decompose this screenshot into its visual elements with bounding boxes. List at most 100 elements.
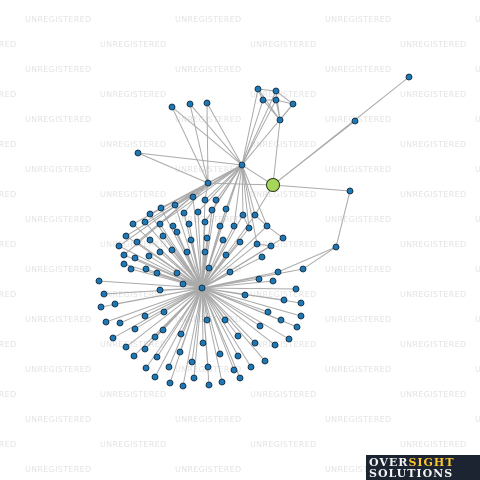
graph-node[interactable]	[111, 300, 119, 308]
graph-node[interactable]	[97, 303, 105, 311]
graph-node[interactable]	[236, 238, 244, 246]
graph-node[interactable]	[157, 204, 165, 212]
graph-node[interactable]	[222, 205, 230, 213]
graph-node[interactable]	[204, 363, 212, 371]
graph-node[interactable]	[183, 248, 191, 256]
graph-node[interactable]	[236, 374, 244, 382]
graph-node[interactable]	[180, 209, 188, 217]
graph-node[interactable]	[251, 339, 259, 347]
graph-node[interactable]	[201, 248, 209, 256]
graph-node[interactable]	[159, 326, 167, 334]
graph-node[interactable]	[187, 236, 195, 244]
graph-node[interactable]	[230, 222, 238, 230]
graph-node[interactable]	[277, 316, 285, 324]
graph-node[interactable]	[346, 187, 354, 195]
graph-node[interactable]	[258, 253, 266, 261]
graph-node[interactable]	[185, 220, 193, 228]
graph-node[interactable]	[129, 220, 137, 228]
graph-node[interactable]	[297, 312, 305, 320]
graph-node[interactable]	[145, 252, 153, 260]
graph-node[interactable]	[190, 374, 198, 382]
graph-node[interactable]	[219, 236, 227, 244]
graph-node[interactable]	[189, 193, 197, 201]
graph-node[interactable]	[271, 341, 279, 349]
graph-node[interactable]	[151, 333, 159, 341]
graph-node[interactable]	[332, 243, 340, 251]
graph-node[interactable]	[186, 100, 194, 108]
graph-node[interactable]	[272, 96, 280, 104]
graph-node[interactable]	[203, 234, 211, 242]
graph-node[interactable]	[279, 234, 287, 242]
graph-node[interactable]	[241, 291, 249, 299]
graph-node[interactable]	[102, 318, 110, 326]
graph-node[interactable]	[120, 251, 128, 259]
graph-node[interactable]	[141, 312, 149, 320]
graph-node[interactable]	[263, 222, 271, 230]
graph-node[interactable]	[234, 352, 242, 360]
graph-node[interactable]	[272, 87, 280, 95]
graph-node[interactable]	[201, 218, 209, 226]
graph-node[interactable]	[179, 280, 187, 288]
graph-node[interactable]	[169, 222, 177, 230]
graph-node[interactable]	[205, 264, 213, 272]
graph-node[interactable]	[95, 277, 103, 285]
graph-node[interactable]	[234, 332, 242, 340]
graph-node[interactable]	[153, 269, 161, 277]
graph-node[interactable]	[116, 319, 124, 327]
graph-node[interactable]	[168, 246, 176, 254]
graph-node[interactable]	[168, 103, 176, 111]
graph-node[interactable]	[239, 211, 247, 219]
graph-node[interactable]	[245, 224, 253, 232]
graph-node[interactable]	[230, 366, 238, 374]
graph-node[interactable]	[289, 100, 297, 108]
graph-node[interactable]	[198, 284, 206, 292]
graph-node[interactable]	[269, 277, 277, 285]
graph-node[interactable]	[176, 348, 184, 356]
graph-node[interactable]	[146, 210, 154, 218]
graph-node[interactable]	[115, 242, 123, 250]
graph-node[interactable]	[156, 286, 164, 294]
graph-node[interactable]	[259, 96, 267, 104]
graph-node[interactable]	[203, 99, 211, 107]
graph-node[interactable]	[131, 325, 139, 333]
graph-node[interactable]	[247, 363, 255, 371]
graph-node[interactable]	[226, 268, 234, 276]
graph-node[interactable]	[142, 265, 150, 273]
graph-node[interactable]	[253, 240, 261, 248]
graph-node[interactable]	[261, 357, 269, 365]
graph-node[interactable]	[146, 236, 154, 244]
graph-node[interactable]	[201, 196, 209, 204]
graph-node[interactable]	[218, 378, 226, 386]
graph-node[interactable]	[156, 248, 164, 256]
graph-node[interactable]	[199, 339, 207, 347]
graph-node[interactable]	[285, 335, 293, 343]
graph-node[interactable]	[134, 149, 142, 157]
graph-node[interactable]	[127, 265, 135, 273]
graph-node[interactable]	[142, 364, 150, 372]
graph-node[interactable]	[255, 275, 263, 283]
graph-node[interactable]	[153, 353, 161, 361]
graph-node[interactable]	[238, 161, 246, 169]
graph-node[interactable]	[280, 296, 288, 304]
graph-node[interactable]	[264, 308, 272, 316]
graph-node[interactable]	[194, 208, 202, 216]
graph-node[interactable]	[222, 251, 230, 259]
graph-node[interactable]	[122, 232, 130, 240]
graph-node[interactable]	[297, 299, 305, 307]
graph-node[interactable]	[254, 85, 262, 93]
graph-node[interactable]	[292, 285, 300, 293]
graph-node[interactable]	[159, 232, 167, 240]
graph-node[interactable]	[216, 222, 224, 230]
graph-node[interactable]	[160, 308, 168, 316]
graph-node[interactable]	[173, 269, 181, 277]
graph-node[interactable]	[122, 343, 130, 351]
graph-node[interactable]	[299, 265, 307, 273]
graph-node[interactable]	[293, 323, 301, 331]
graph-node[interactable]	[141, 345, 149, 353]
graph-node[interactable]	[179, 382, 187, 390]
graph-node[interactable]	[267, 242, 275, 250]
graph-node[interactable]	[405, 73, 413, 81]
graph-node[interactable]	[188, 358, 196, 366]
graph-node[interactable]	[173, 228, 181, 236]
